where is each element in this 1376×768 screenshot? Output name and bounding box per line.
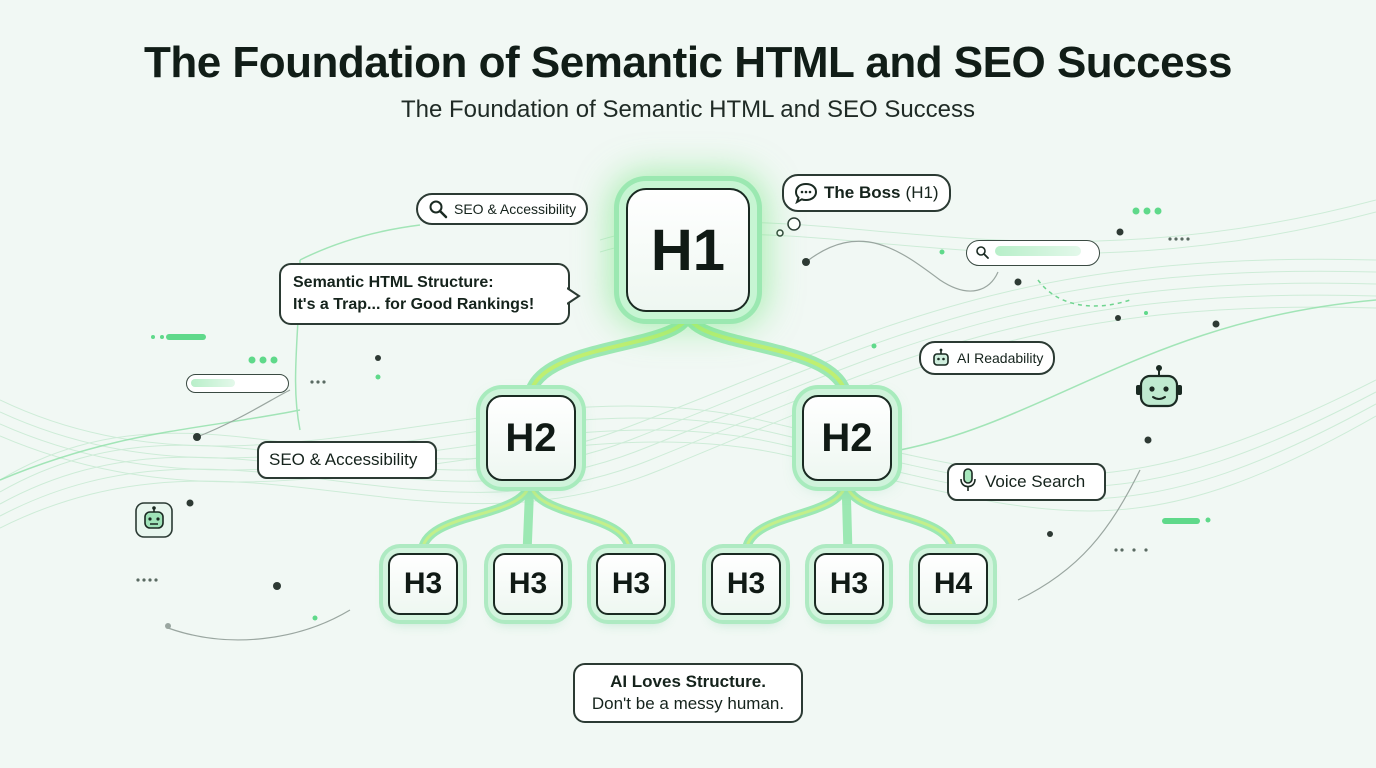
search-bar-left: [186, 374, 289, 393]
speech-bubble-icon: [794, 182, 818, 204]
robot-icon: [135, 502, 173, 538]
ai-readability-pill: AI Readability: [919, 341, 1055, 375]
trap-callout: Semantic HTML Structure: It's a Trap... …: [279, 263, 570, 325]
robot-icon: [1134, 364, 1184, 412]
trap-line-2: It's a Trap... for Good Rankings!: [293, 294, 534, 316]
page-title: The Foundation of Semantic HTML and SEO …: [0, 38, 1376, 88]
h3-node-3: H3: [596, 553, 666, 615]
h2-node-right: H2: [802, 395, 892, 481]
boss-tag: (H1): [906, 183, 939, 203]
voice-search-label: Voice Search: [985, 472, 1085, 492]
search-bar-fill: [995, 246, 1081, 256]
magnifier-icon: [975, 245, 989, 264]
h3-node-1: H3: [388, 553, 458, 615]
callout-pointer: [567, 287, 581, 305]
boss-label: The Boss: [824, 183, 901, 203]
search-bar-left-fill: [191, 379, 235, 387]
h3-node-4: H3: [711, 553, 781, 615]
ai-loves-structure-subtitle: Don't be a messy human.: [592, 693, 784, 715]
seo-accessibility-label-left: SEO & Accessibility: [269, 450, 417, 470]
seo-accessibility-callout-left: SEO & Accessibility: [257, 441, 437, 479]
h2-node-left: H2: [486, 395, 576, 481]
microphone-icon: [959, 468, 977, 497]
page-subtitle: The Foundation of Semantic HTML and SEO …: [0, 96, 1376, 124]
seo-accessibility-label-top: SEO & Accessibility: [454, 201, 576, 217]
ai-loves-structure-title: AI Loves Structure.: [610, 671, 766, 693]
voice-search-callout: Voice Search: [947, 463, 1106, 501]
h1-node: H1: [626, 188, 750, 312]
h4-node: H4: [918, 553, 988, 615]
seo-accessibility-pill-top: SEO & Accessibility: [416, 193, 588, 225]
robot-icon: [931, 348, 951, 368]
h3-node-5: H3: [814, 553, 884, 615]
h3-node-2: H3: [493, 553, 563, 615]
ai-readability-label: AI Readability: [957, 350, 1043, 366]
magnifier-icon: [428, 199, 448, 219]
search-bar-right: [966, 240, 1100, 266]
boss-callout: The Boss (H1): [782, 174, 951, 212]
ai-loves-structure-callout: AI Loves Structure. Don't be a messy hum…: [573, 663, 803, 723]
trap-line-1: Semantic HTML Structure:: [293, 272, 494, 294]
